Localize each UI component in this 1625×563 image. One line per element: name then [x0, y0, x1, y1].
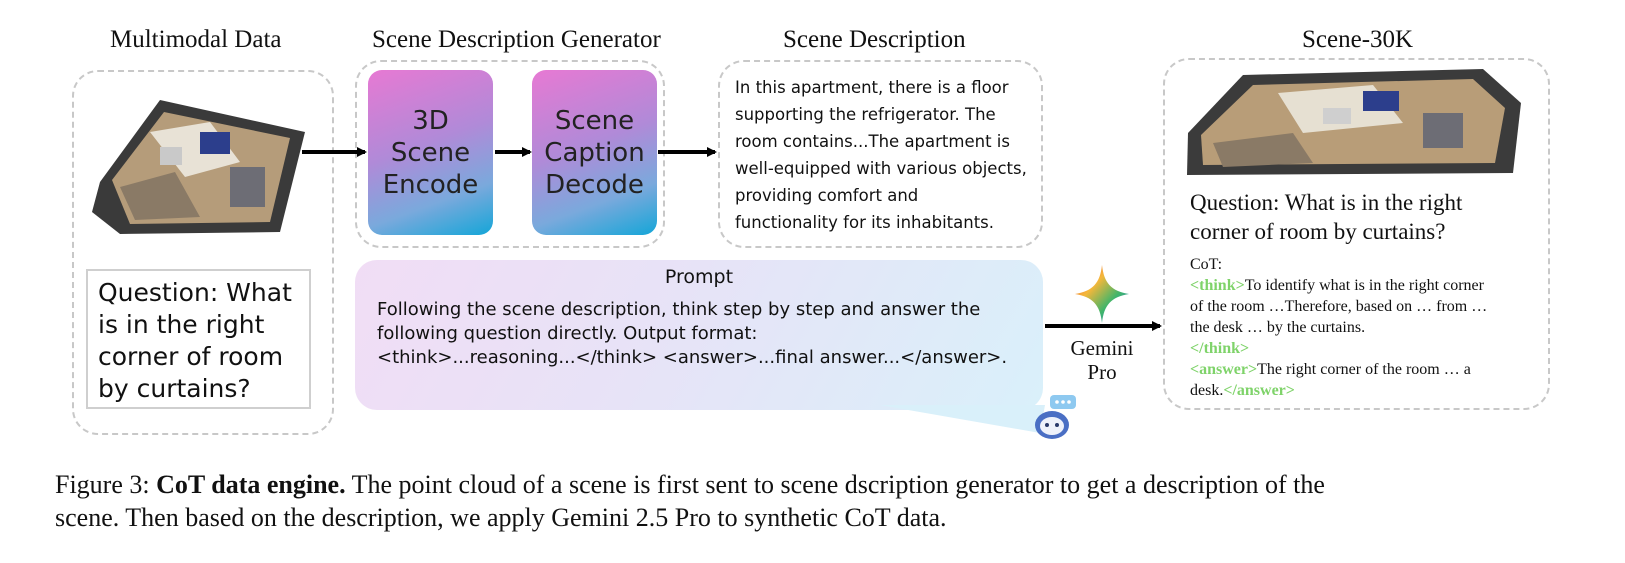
encode-line: Scene	[390, 137, 471, 168]
figure-caption: Figure 3: CoT data engine. The point clo…	[55, 468, 1575, 534]
prompt-body: Following the scene description, think s…	[377, 298, 1043, 370]
prompt-line: <think>...reasoning...</think> <answer>.…	[377, 347, 1008, 368]
scene-description-text: In this apartment, there is a floor supp…	[735, 74, 1035, 236]
description-line: room contains...The apartment is	[735, 132, 1010, 151]
description-line: well-equipped with various objects,	[735, 159, 1027, 178]
generator-title: Scene Description Generator	[372, 26, 661, 53]
prompt-title: Prompt	[664, 266, 734, 288]
scene-question-line: corner of room by curtains?	[1190, 219, 1446, 244]
answer-line: <answer>The right corner of the room … a	[1190, 359, 1540, 380]
gemini-sparkle-icon	[1075, 265, 1129, 323]
prompt-tail	[880, 405, 1045, 433]
question-line: Question: What	[98, 278, 292, 307]
decode-line: Scene	[554, 105, 635, 136]
gemini-pro-label: Gemini Pro	[1060, 336, 1144, 384]
think-open-tag: <think>	[1190, 277, 1245, 294]
caption-decode-block: Scene Caption Decode	[532, 70, 657, 235]
caption-prefix: Figure 3:	[55, 470, 157, 499]
multimodal-data-panel	[72, 70, 334, 435]
answer-close-tag: </answer>	[1223, 382, 1295, 399]
answer-open-tag: <answer>	[1190, 361, 1258, 378]
description-line: providing comfort and	[735, 186, 919, 205]
scene-encode-block: 3D Scene Encode	[368, 70, 493, 235]
think-text: of the room …Therefore, based on … from …	[1190, 298, 1488, 315]
description-line: supporting the refrigerator. The	[735, 105, 996, 124]
gemini-label-line: Gemini	[1070, 336, 1134, 360]
generator-panel	[355, 60, 665, 248]
robot-assistant-icon	[1035, 395, 1076, 439]
question-line: corner of room	[98, 342, 284, 371]
scene-description-title: Scene Description	[783, 26, 966, 53]
scene-question-line: Question: What is in the right	[1190, 190, 1463, 215]
multimodal-data-title: Multimodal Data	[110, 26, 282, 53]
answer-text: desk.	[1190, 382, 1224, 399]
think-close-tag: </think>	[1190, 340, 1250, 357]
description-line: functionality for its inhabitants.	[735, 213, 995, 232]
question-line: is in the right	[98, 310, 265, 339]
answer-line: desk.</answer>	[1190, 380, 1540, 401]
multimodal-question-box: Question: What is in the right corner of…	[86, 269, 311, 409]
answer-text: The right corner of the room … a	[1257, 361, 1471, 378]
scene-30k-question: Question: What is in the right corner of…	[1190, 188, 1540, 246]
think-text: the desk … by the curtains.	[1190, 319, 1366, 336]
decode-line: Decode	[545, 169, 644, 200]
caption-rest: The point cloud of a scene is first sent…	[345, 470, 1325, 499]
caption-bold: CoT data engine.	[156, 470, 346, 499]
description-line: In this apartment, there is a floor	[735, 78, 1009, 97]
scene-description-panel	[718, 60, 1043, 248]
question-line: by curtains?	[98, 374, 251, 403]
room-3d-render-icon	[1187, 69, 1521, 175]
encode-line: 3D	[412, 105, 449, 136]
decode-line: Caption	[544, 137, 645, 168]
think-text: To identify what is in the right corner	[1244, 277, 1484, 294]
gemini-label-line: Pro	[1087, 360, 1117, 384]
scene-30k-panel	[1163, 58, 1550, 410]
caption-line: Figure 3: CoT data engine. The point clo…	[55, 468, 1575, 501]
cot-block: CoT: <think>To identify what is in the r…	[1190, 254, 1540, 401]
prompt-line: following question directly. Output form…	[377, 323, 758, 344]
scene-30k-title: Scene-30K	[1302, 26, 1414, 53]
think-line: <think>To identify what is in the right …	[1190, 275, 1540, 296]
room-3d-render-icon	[92, 100, 305, 234]
prompt-line: Following the scene description, think s…	[377, 299, 981, 320]
prompt-panel: Prompt Following the scene description, …	[355, 260, 1043, 410]
encode-line: Encode	[382, 169, 479, 200]
caption-line: scene. Then based on the description, we…	[55, 503, 947, 532]
cot-label: CoT:	[1190, 256, 1223, 273]
